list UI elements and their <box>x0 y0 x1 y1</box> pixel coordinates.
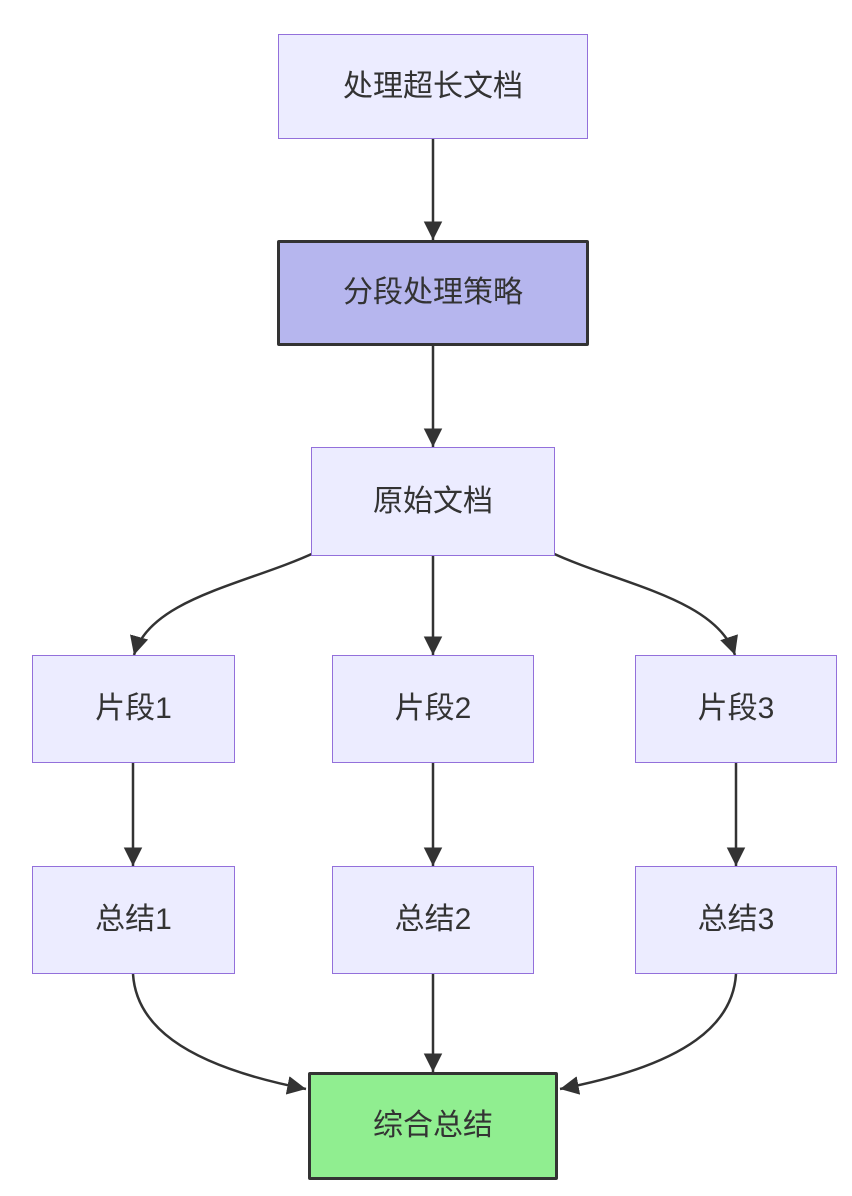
node-summary-3: 总结3 <box>635 866 837 974</box>
edge-summary-3-to-final <box>559 973 738 1095</box>
node-strategy: 分段处理策略 <box>277 240 589 346</box>
node-final-summary: 综合总结 <box>308 1072 558 1180</box>
node-fragment-3: 片段3 <box>635 655 837 763</box>
node-fragment-2-label: 片段2 <box>394 692 472 725</box>
node-strategy-label: 分段处理策略 <box>343 276 523 309</box>
node-process-long-doc-label: 处理超长文档 <box>343 69 523 103</box>
node-original-doc: 原始文档 <box>311 447 555 556</box>
node-fragment-2: 片段2 <box>332 655 534 763</box>
edge-original-to-fragment-1 <box>130 550 317 656</box>
edge-summary-1-to-final <box>131 973 307 1095</box>
node-summary-1: 总结1 <box>32 866 235 974</box>
node-summary-2-label: 总结2 <box>394 903 472 936</box>
node-process-long-doc: 处理超长文档 <box>278 34 588 139</box>
node-final-summary-label: 综合总结 <box>373 1109 493 1142</box>
node-fragment-1: 片段1 <box>32 655 235 763</box>
node-summary-3-label: 总结3 <box>697 903 775 936</box>
node-summary-1-label: 总结1 <box>95 903 172 936</box>
node-summary-2: 总结2 <box>332 866 534 974</box>
node-original-doc-label: 原始文档 <box>373 484 493 518</box>
node-fragment-1-label: 片段1 <box>95 692 172 725</box>
node-fragment-3-label: 片段3 <box>697 692 775 725</box>
edge-original-to-fragment-3 <box>549 550 738 656</box>
